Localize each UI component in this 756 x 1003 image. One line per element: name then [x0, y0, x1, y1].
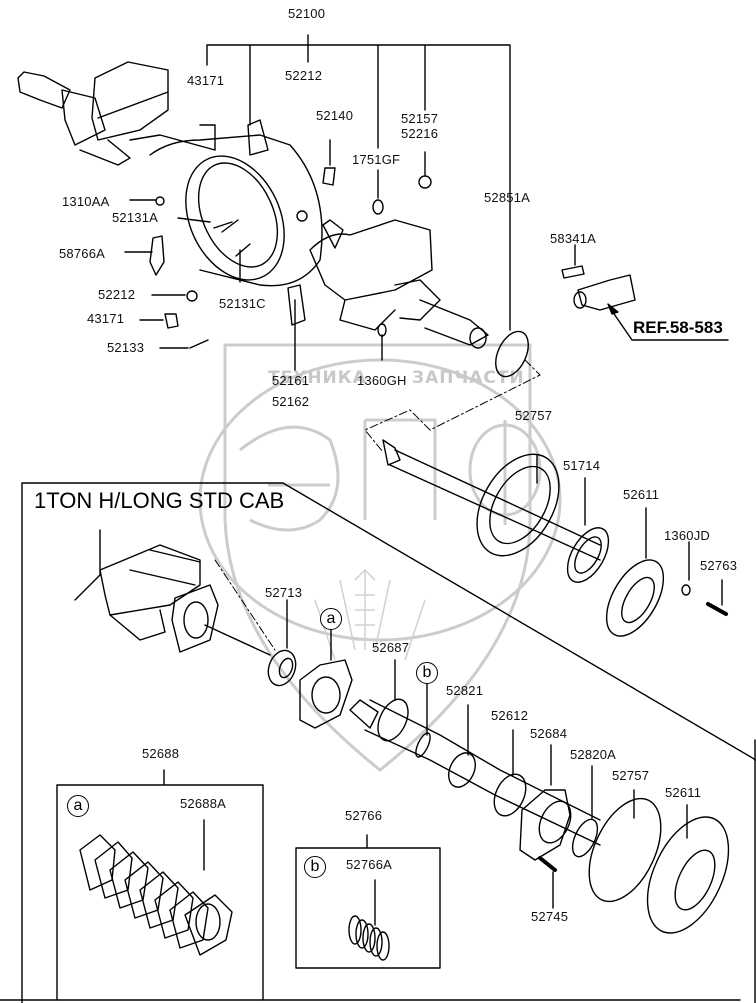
watermark-letter-e [239, 425, 340, 532]
retainer-52611 [646, 816, 730, 934]
gasket-52688-single [299, 659, 353, 729]
axle-shaft-upper [382, 439, 728, 637]
axle-shaft-lower [349, 659, 730, 934]
label-43171-top: 43171 [187, 73, 225, 88]
label-1751GF: 1751GF [352, 152, 401, 167]
label-52611-top: 52611 [623, 487, 660, 502]
nut-1310AA [155, 196, 165, 206]
section-box-1ton [21, 482, 756, 1003]
kit-box-52688 [56, 769, 264, 1001]
plug-1751GF [372, 199, 384, 215]
gasket-stack-52688A [79, 834, 233, 956]
bearing-51714 [566, 527, 610, 583]
label-51714: 51714 [563, 458, 601, 473]
stud-52133 [189, 339, 209, 349]
label-52821: 52821 [446, 683, 484, 698]
reference-label[interactable]: REF.58-583 [633, 318, 723, 337]
label-52684: 52684 [530, 726, 568, 741]
label-52133: 52133 [107, 340, 145, 355]
housing-cover-flange [185, 155, 285, 281]
plug-52157 [418, 175, 432, 189]
ref-arrow-line [609, 307, 729, 341]
wheel-cylinder [577, 274, 636, 311]
spacer-52821 [448, 752, 476, 788]
label-43171: 43171 [87, 311, 125, 326]
label-52688: 52688 [142, 746, 180, 761]
bearing-52612 [493, 773, 527, 817]
differential-housing [149, 119, 323, 287]
seal-52713 [267, 649, 297, 687]
axle-housing-left [17, 61, 216, 166]
label-52162: 52162 [272, 394, 310, 409]
label-52820A: 52820A [570, 747, 617, 762]
nut-43171 [164, 313, 179, 329]
label-52212: 52212 [98, 287, 136, 302]
bolt-52745 [538, 856, 557, 872]
bolt-52131A [213, 221, 233, 229]
watermark-text-right: ЗАПЧАСТИ [412, 368, 525, 388]
watermark-ring [198, 358, 562, 642]
label-52713: 52713 [265, 585, 303, 600]
label-52688A: 52688A [180, 796, 227, 811]
label-52612: 52612 [491, 708, 529, 723]
kit-box-52766 [295, 834, 441, 969]
label-52745: 52745 [531, 909, 569, 924]
label-52757: 52757 [612, 768, 650, 783]
label-58766A: 58766A [59, 246, 106, 261]
axle-housing-lower [74, 529, 271, 656]
bolt-52763 [706, 602, 728, 616]
bracket-52161 [287, 284, 306, 326]
spring-52766A [348, 915, 390, 961]
retainer-52611-top [605, 559, 665, 637]
boot-58341A [561, 265, 585, 279]
collar-52687 [377, 698, 409, 742]
label-52757-top: 52757 [515, 408, 553, 423]
label-52216: 52216 [401, 126, 439, 141]
bracket-58766A [149, 235, 165, 276]
washer-52212 [186, 290, 198, 302]
label-52157: 52157 [401, 111, 439, 126]
watermark-shield [223, 343, 532, 772]
label-52140: 52140 [316, 108, 354, 123]
breather-52140 [322, 167, 336, 186]
label-1310AA: 1310AA [62, 194, 110, 209]
label-52131A: 52131A [112, 210, 159, 225]
spacer-b [415, 732, 431, 758]
label-52687: 52687 [372, 640, 410, 655]
callout-a-marker: a [320, 608, 342, 630]
label-58341A: 58341A [550, 231, 597, 246]
watermark-text-left: ТЕХНИКА [268, 368, 367, 388]
label-52212-top: 52212 [285, 68, 323, 83]
section-title: 1TON H/LONG STD CAB [34, 488, 285, 513]
label-1360JD: 1360JD [664, 528, 711, 543]
bracket-52100 [206, 34, 511, 331]
leader-52131A [177, 217, 211, 223]
label-52100: 52100 [288, 6, 326, 21]
gasket-52851A [495, 330, 529, 378]
bearing-52820A [571, 818, 599, 858]
label-52763: 52763 [700, 558, 738, 573]
watermark-wheat [314, 568, 426, 661]
label-1360GH: 1360GH [357, 373, 407, 388]
label-52766A: 52766A [346, 857, 393, 872]
label-52851A: 52851A [484, 190, 531, 205]
kit-a-marker: a [67, 795, 89, 817]
label-52131C: 52131C [219, 296, 266, 311]
label-52611: 52611 [665, 785, 702, 800]
flange-52757 [588, 797, 662, 903]
callout-b-marker: b [416, 662, 438, 684]
label-52161: 52161 [272, 373, 310, 388]
washer-1360GH [377, 323, 387, 337]
label-52766: 52766 [345, 808, 383, 823]
washer-1360JD [681, 584, 691, 596]
axle-housing-right [309, 219, 489, 349]
kit-b-marker: b [304, 856, 326, 878]
housing-52684 [519, 789, 571, 861]
flange-52757-top [476, 453, 560, 557]
